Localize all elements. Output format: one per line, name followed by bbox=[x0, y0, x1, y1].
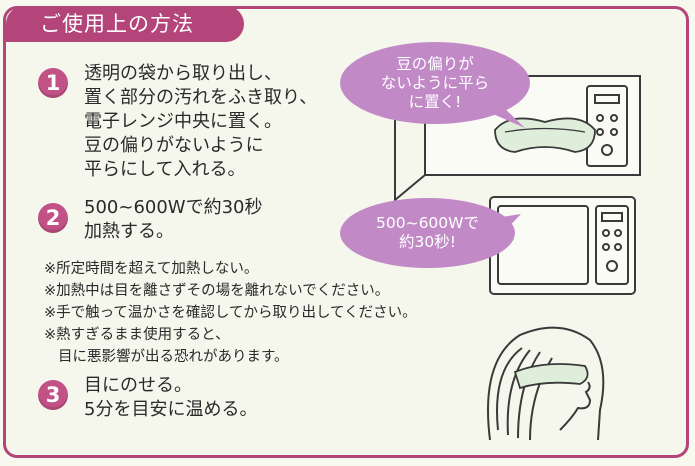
step-3-line: 5分を目安に温める。 bbox=[84, 399, 258, 420]
bubble-line: 約30秒! bbox=[399, 233, 456, 251]
bubble-line: ないように平ら bbox=[380, 73, 490, 92]
bubble-tail-top bbox=[470, 104, 525, 128]
caution-note: ※所定時間を超えて加熱しない。 bbox=[44, 261, 259, 277]
person-eye-pillow-icon bbox=[487, 326, 605, 441]
caution-note: ※手で触って温かさを確認してから取り出してください。 bbox=[44, 305, 417, 321]
step-1-text: 透明の袋から取り出し、 置く部分の汚れをふき取り、 電子レンジ中央に置く。 豆の… bbox=[84, 62, 317, 182]
step-1-line: 平らにして入れる。 bbox=[84, 159, 246, 180]
caution-note: ※加熱中は目を離さずその場を離れないでください。 bbox=[44, 283, 390, 299]
step-1-line: 透明の袋から取り出し、 bbox=[84, 63, 282, 84]
caution-notes: ※所定時間を超えて加熱しない。 ※加熱中は目を離さずその場を離れないでください。… bbox=[44, 258, 417, 368]
bubble-tail-middle bbox=[495, 214, 521, 236]
caution-note: ※熱すぎるまま使用すると、 bbox=[44, 327, 230, 343]
step-2-text: 500~600Wで約30秒 加熱する。 bbox=[84, 196, 263, 244]
step-3-number: 3 bbox=[38, 380, 68, 410]
eye-pillow-icon bbox=[494, 117, 596, 153]
microwave-bottom-icon bbox=[489, 196, 636, 295]
step-3-line: 目にのせる。 bbox=[84, 375, 192, 396]
step-3-text: 目にのせる。 5分を目安に温める。 bbox=[84, 374, 257, 422]
step-2-number: 2 bbox=[38, 203, 68, 233]
step-2-line: 加熱する。 bbox=[84, 221, 174, 242]
step-1-line: 電子レンジ中央に置く。 bbox=[84, 111, 282, 132]
section-title: ご使用上の方法 bbox=[6, 6, 244, 42]
caution-note: 目に悪影響が出る恐れがあります。 bbox=[58, 349, 289, 365]
bubble-line: 500~600Wで bbox=[376, 214, 479, 232]
step-2-line: 500~600Wで約30秒 bbox=[84, 197, 263, 218]
bubble-line: 豆の偏りが bbox=[396, 54, 474, 73]
step-1-line: 豆の偏りがないように bbox=[84, 135, 264, 156]
step-1-number: 1 bbox=[38, 68, 68, 98]
step-1-line: 置く部分の汚れをふき取り、 bbox=[84, 87, 318, 108]
speech-bubble-middle: 500~600Wで 約30秒! bbox=[340, 198, 515, 268]
bubble-line: に置く! bbox=[408, 92, 462, 111]
